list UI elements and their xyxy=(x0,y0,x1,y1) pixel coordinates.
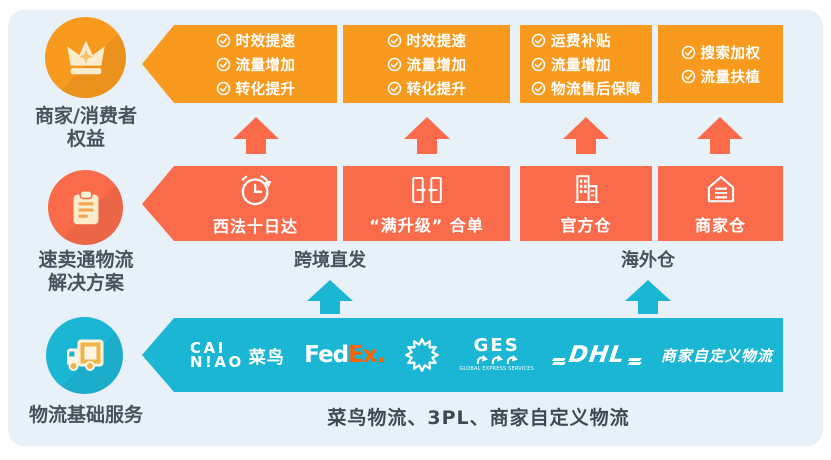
benefit-text: 时效提速 xyxy=(235,33,296,50)
benefit-item: 物流售后保障 xyxy=(531,78,641,99)
benefit-text: 转化提升 xyxy=(406,81,467,98)
check-circle-icon xyxy=(531,81,546,95)
custom-logistics-label: 商家自定义物流 xyxy=(660,346,773,365)
benefit-item: 转化提升 xyxy=(216,78,296,99)
building-icon xyxy=(574,175,599,204)
rail-label-line: 权益 xyxy=(66,128,105,150)
clock-icon xyxy=(241,174,271,206)
benefit-text: 流量增加 xyxy=(406,57,467,74)
rail-label-line: 解决方案 xyxy=(47,272,124,294)
left-chevron xyxy=(142,166,174,241)
check-circle-icon xyxy=(216,57,230,71)
group-label-overseas: 海外仓 xyxy=(621,250,675,271)
solution-label: 商家仓 xyxy=(694,216,746,235)
benefit-text: 流量扶植 xyxy=(700,69,761,86)
up-arrow-icon xyxy=(563,117,609,154)
benefits-circle xyxy=(45,17,126,98)
benefit-box-3: 运费补贴 流量增加 物流售后保障 xyxy=(520,25,652,103)
solutions-rail-label: 速卖通物流 解决方案 xyxy=(0,249,172,295)
solution-label: “满升级” 合单 xyxy=(369,216,484,235)
up-arrow-icon xyxy=(307,280,353,314)
benefit-box-4: 搜索加权 流量扶植 xyxy=(658,25,783,103)
solution-box-1: 西法十日达 xyxy=(142,166,337,241)
benefit-box-2: 时效提速 流量增加 转化提升 xyxy=(343,25,510,103)
left-chevron xyxy=(142,25,174,103)
benefit-text: 流量增加 xyxy=(235,57,296,74)
cainiao-latin-line: CAI xyxy=(190,339,226,357)
check-circle-icon xyxy=(387,57,401,71)
check-circle-icon xyxy=(387,33,401,47)
benefit-item: 运费补贴 xyxy=(531,30,611,51)
dhl-logo: DHL xyxy=(552,342,643,368)
cainiao-cn: 菜鸟 xyxy=(248,348,285,368)
ges-arrows-icon xyxy=(476,355,518,365)
rail-label-line: 速卖通物流 xyxy=(38,249,134,271)
dhl-dashes-icon xyxy=(628,357,643,365)
benefit-item: 流量扶植 xyxy=(681,66,761,87)
warehouse-icon xyxy=(707,176,734,203)
benefit-text: 物流售后保障 xyxy=(551,81,641,98)
check-circle-icon xyxy=(531,33,546,47)
benefits-rail-label: 商家/消费者 权益 xyxy=(0,105,172,151)
cainiao-logo: CAI N!AO 菜鸟 xyxy=(190,339,285,371)
crown-icon xyxy=(66,40,105,74)
rail-label-line: 商家/消费者 xyxy=(35,105,137,127)
rail-label-line: 物流基础服务 xyxy=(28,404,143,426)
benefit-item: 流量增加 xyxy=(387,54,467,75)
benefit-box-1: 时效提速 流量增加 转化提升 xyxy=(142,25,337,103)
cainiao-latin-line: N!AO xyxy=(190,353,244,371)
benefit-item: 流量增加 xyxy=(216,54,296,75)
truck-icon xyxy=(66,339,103,371)
benefit-text: 搜索加权 xyxy=(700,45,761,62)
check-circle-icon xyxy=(531,57,546,71)
benefit-item: 转化提升 xyxy=(387,78,467,99)
solution-label: 西法十日达 xyxy=(212,217,298,236)
benefit-text: 转化提升 xyxy=(235,81,296,98)
left-chevron xyxy=(142,318,174,392)
benefit-item: 流量增加 xyxy=(531,54,611,75)
check-circle-icon xyxy=(387,81,401,95)
clipboard-icon xyxy=(73,189,98,224)
base-services-rail-label: 物流基础服务 xyxy=(0,404,172,427)
check-circle-icon xyxy=(681,45,695,59)
check-circle-icon xyxy=(216,33,230,47)
solution-box-4: 商家仓 xyxy=(658,166,783,241)
group-label-crossborder: 跨境直发 xyxy=(294,250,366,271)
flower-emblem-icon xyxy=(404,338,439,372)
up-arrow-icon xyxy=(625,280,671,314)
dhl-dashes-icon xyxy=(552,357,567,365)
benefit-text: 时效提速 xyxy=(406,33,467,50)
up-arrow-icon xyxy=(404,117,450,154)
up-arrow-icon xyxy=(233,117,279,154)
merge-boxes-icon xyxy=(411,176,442,204)
benefit-item: 时效提速 xyxy=(387,30,467,51)
check-circle-icon xyxy=(681,69,695,83)
up-arrow-icon xyxy=(697,117,743,154)
solution-box-3: 官方仓 xyxy=(520,166,652,241)
benefit-item: 时效提速 xyxy=(216,30,296,51)
check-circle-icon xyxy=(216,81,230,95)
solutions-circle xyxy=(48,170,123,245)
solution-box-2: “满升级” 合单 xyxy=(343,166,510,241)
solution-label: 官方仓 xyxy=(560,216,612,235)
logistics-caption: 菜鸟物流、3PL、商家自定义物流 xyxy=(327,407,630,429)
benefit-item: 搜索加权 xyxy=(681,42,761,63)
benefit-text: 运费补贴 xyxy=(551,33,611,50)
ges-logo: GES GLOBAL EXPRESS SERVICES xyxy=(459,335,534,373)
base-services-circle xyxy=(46,317,123,394)
benefit-text: 流量增加 xyxy=(551,57,611,74)
